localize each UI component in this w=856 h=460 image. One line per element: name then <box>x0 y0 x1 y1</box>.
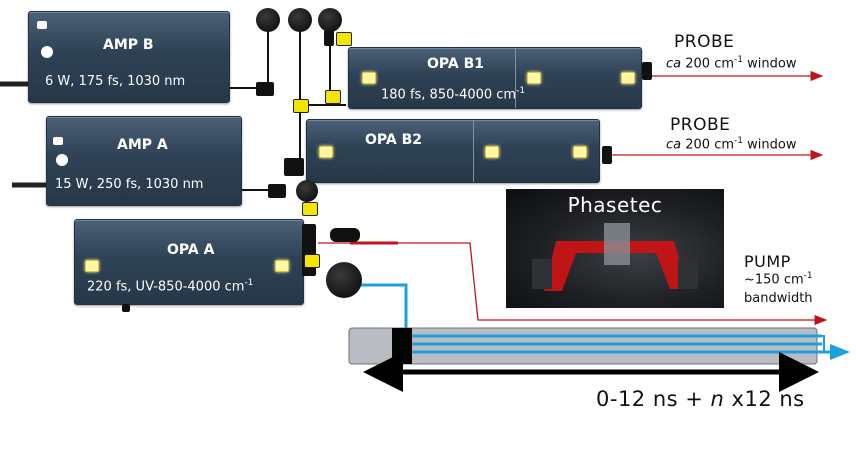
probe-1-window: ca 200 cm-1 window <box>666 55 797 72</box>
amp-a-port-round-icon <box>56 154 68 166</box>
pump-bandwidth-label: bandwidth <box>744 291 813 306</box>
opa-b2-indicator-2 <box>485 146 499 158</box>
opa-a: OPA A 220 fs, UV-850-4000 cm-1 <box>74 219 304 305</box>
amp-b-port-round-icon <box>41 46 53 58</box>
amp-a: AMP A 15 W, 250 fs, 1030 nm <box>46 116 242 206</box>
delay-range-label: 0-12 ns + n x12 ns <box>596 387 805 411</box>
probe-2-label: PROBE <box>670 115 731 135</box>
amp-b: AMP B 6 W, 175 fs, 1030 nm <box>28 11 230 103</box>
mirror-mount-icon <box>302 202 318 216</box>
opa-a-indicator-1 <box>85 260 99 272</box>
periscope-icon <box>318 8 342 32</box>
opa-a-title: OPA A <box>167 242 215 258</box>
opa-b2-divider <box>473 120 474 182</box>
amp-b-title: AMP B <box>103 37 154 53</box>
opa-b1-title: OPA B1 <box>427 56 484 72</box>
opa-b1-indicator-3 <box>621 72 635 84</box>
pump-label: PUMP <box>744 252 791 271</box>
probe-2-window: ca 200 cm-1 window <box>666 136 797 153</box>
phasetec-beam-path <box>532 223 698 291</box>
opa-b2-indicator-3 <box>573 146 587 158</box>
amp-b-port-icon <box>37 21 47 29</box>
opa-a-indicator-2 <box>275 260 289 272</box>
delay-line-stage <box>348 327 818 365</box>
mirror-mount-icon <box>336 32 352 46</box>
opa-b1-divider <box>515 48 516 108</box>
phasetec-title: Phasetec <box>567 193 663 217</box>
opa-b2-title: OPA B2 <box>365 132 422 148</box>
probe-1-label: PROBE <box>674 32 735 52</box>
mirror-mount-icon <box>268 184 286 198</box>
mirror-mount-icon <box>330 228 360 242</box>
mirror-mount-icon <box>304 254 320 268</box>
amp-b-spec: 6 W, 175 fs, 1030 nm <box>45 74 186 89</box>
periscope-icon <box>256 8 280 32</box>
opa-b1-indicator-2 <box>527 72 541 84</box>
mirror-mount-icon <box>293 99 309 113</box>
mirror-mount-icon <box>302 224 316 276</box>
amp-a-title: AMP A <box>117 137 168 153</box>
opa-b2: OPA B2 <box>306 119 600 183</box>
delay-beam-return <box>818 335 825 352</box>
mirror-mount-icon <box>325 90 341 104</box>
opa-a-spec: 220 fs, UV-850-4000 cm-1 <box>87 278 254 295</box>
mirror-mount-icon <box>642 62 652 80</box>
opa-b1-spec: 180 fs, 850-4000 cm-1 <box>381 86 526 103</box>
amp-a-spec: 15 W, 250 fs, 1030 nm <box>55 177 204 192</box>
periscope-icon <box>288 8 312 32</box>
pump-bandwidth-value: ~150 cm-1 <box>744 271 813 288</box>
opa-b1: OPA B1 180 fs, 850-4000 cm-1 <box>348 47 642 109</box>
amp-a-port-icon <box>53 137 63 145</box>
phasetec-pulse-shaper: Phasetec <box>506 189 724 308</box>
opa-b2-indicator-1 <box>319 146 333 158</box>
chopper-icon <box>326 262 362 298</box>
opa-b1-indicator-1 <box>362 72 376 84</box>
mirror-mount-icon <box>324 30 334 46</box>
mirror-mount-icon <box>122 304 130 312</box>
delay-line-retroreflector <box>392 328 412 364</box>
mirror-mount-icon <box>602 146 612 164</box>
periscope-icon <box>296 180 318 202</box>
mirror-mount-icon <box>284 158 304 176</box>
mirror-mount-icon <box>256 82 274 96</box>
